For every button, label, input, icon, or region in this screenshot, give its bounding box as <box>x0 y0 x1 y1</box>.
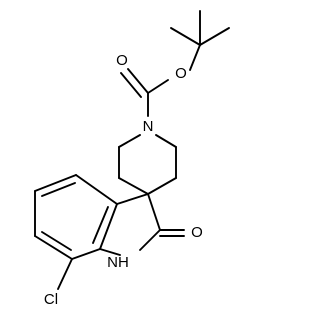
bond-c3a-c4 <box>75 174 118 205</box>
bond-carbonyl-c-o-double-b <box>120 72 142 98</box>
bond-tbu-c-methyl-right <box>199 27 230 46</box>
bond-carbonyl-c-o-double-a <box>127 68 149 94</box>
bond-nh-c7a <box>99 248 121 256</box>
atom-label-nh-lactam: NH <box>107 254 129 271</box>
bond-tbu-c-methyl-left <box>170 27 201 46</box>
tert-butyl-group <box>170 10 230 71</box>
bond-ester-o-carbonyl-c <box>147 79 169 94</box>
chemical-structure-diagram: O O N O NH Cl <box>34 10 230 308</box>
bond-c7-cl <box>57 258 73 290</box>
bond-c6-c7 <box>34 235 73 260</box>
bond-c6-c7-double <box>41 231 72 251</box>
bond-carbonyl-c-nh <box>139 229 161 251</box>
boc-carbamate-group <box>120 68 169 117</box>
bond-tbu-c-o <box>189 44 201 71</box>
atom-label-chlorine: Cl <box>44 291 58 308</box>
bond-spiro-c5 <box>147 177 177 195</box>
benzene-ring <box>34 174 118 290</box>
bond-c4-c5-double <box>41 182 76 197</box>
bond-spiro-c3a <box>116 193 149 205</box>
atom-label-o-lactam: O <box>191 224 203 241</box>
bond-c3-spiro <box>118 177 149 195</box>
piperidine-ring <box>118 134 177 195</box>
bond-spiro-carbonyl-c <box>147 193 161 231</box>
atom-label-o-carbonyl: O <box>116 52 128 69</box>
bond-c6-n <box>155 134 177 148</box>
bond-c7a-c3a <box>99 203 118 250</box>
bond-c4-c5-inner <box>34 174 77 192</box>
bond-c7-c7a <box>71 248 101 260</box>
atom-label-n-piperidine: N <box>143 118 154 135</box>
atom-label-o-ester: O <box>175 65 187 82</box>
bond-n-c2 <box>118 134 141 148</box>
oxindole-five-membered-ring <box>99 193 185 256</box>
bond-c7a-c3a-double <box>92 206 109 244</box>
